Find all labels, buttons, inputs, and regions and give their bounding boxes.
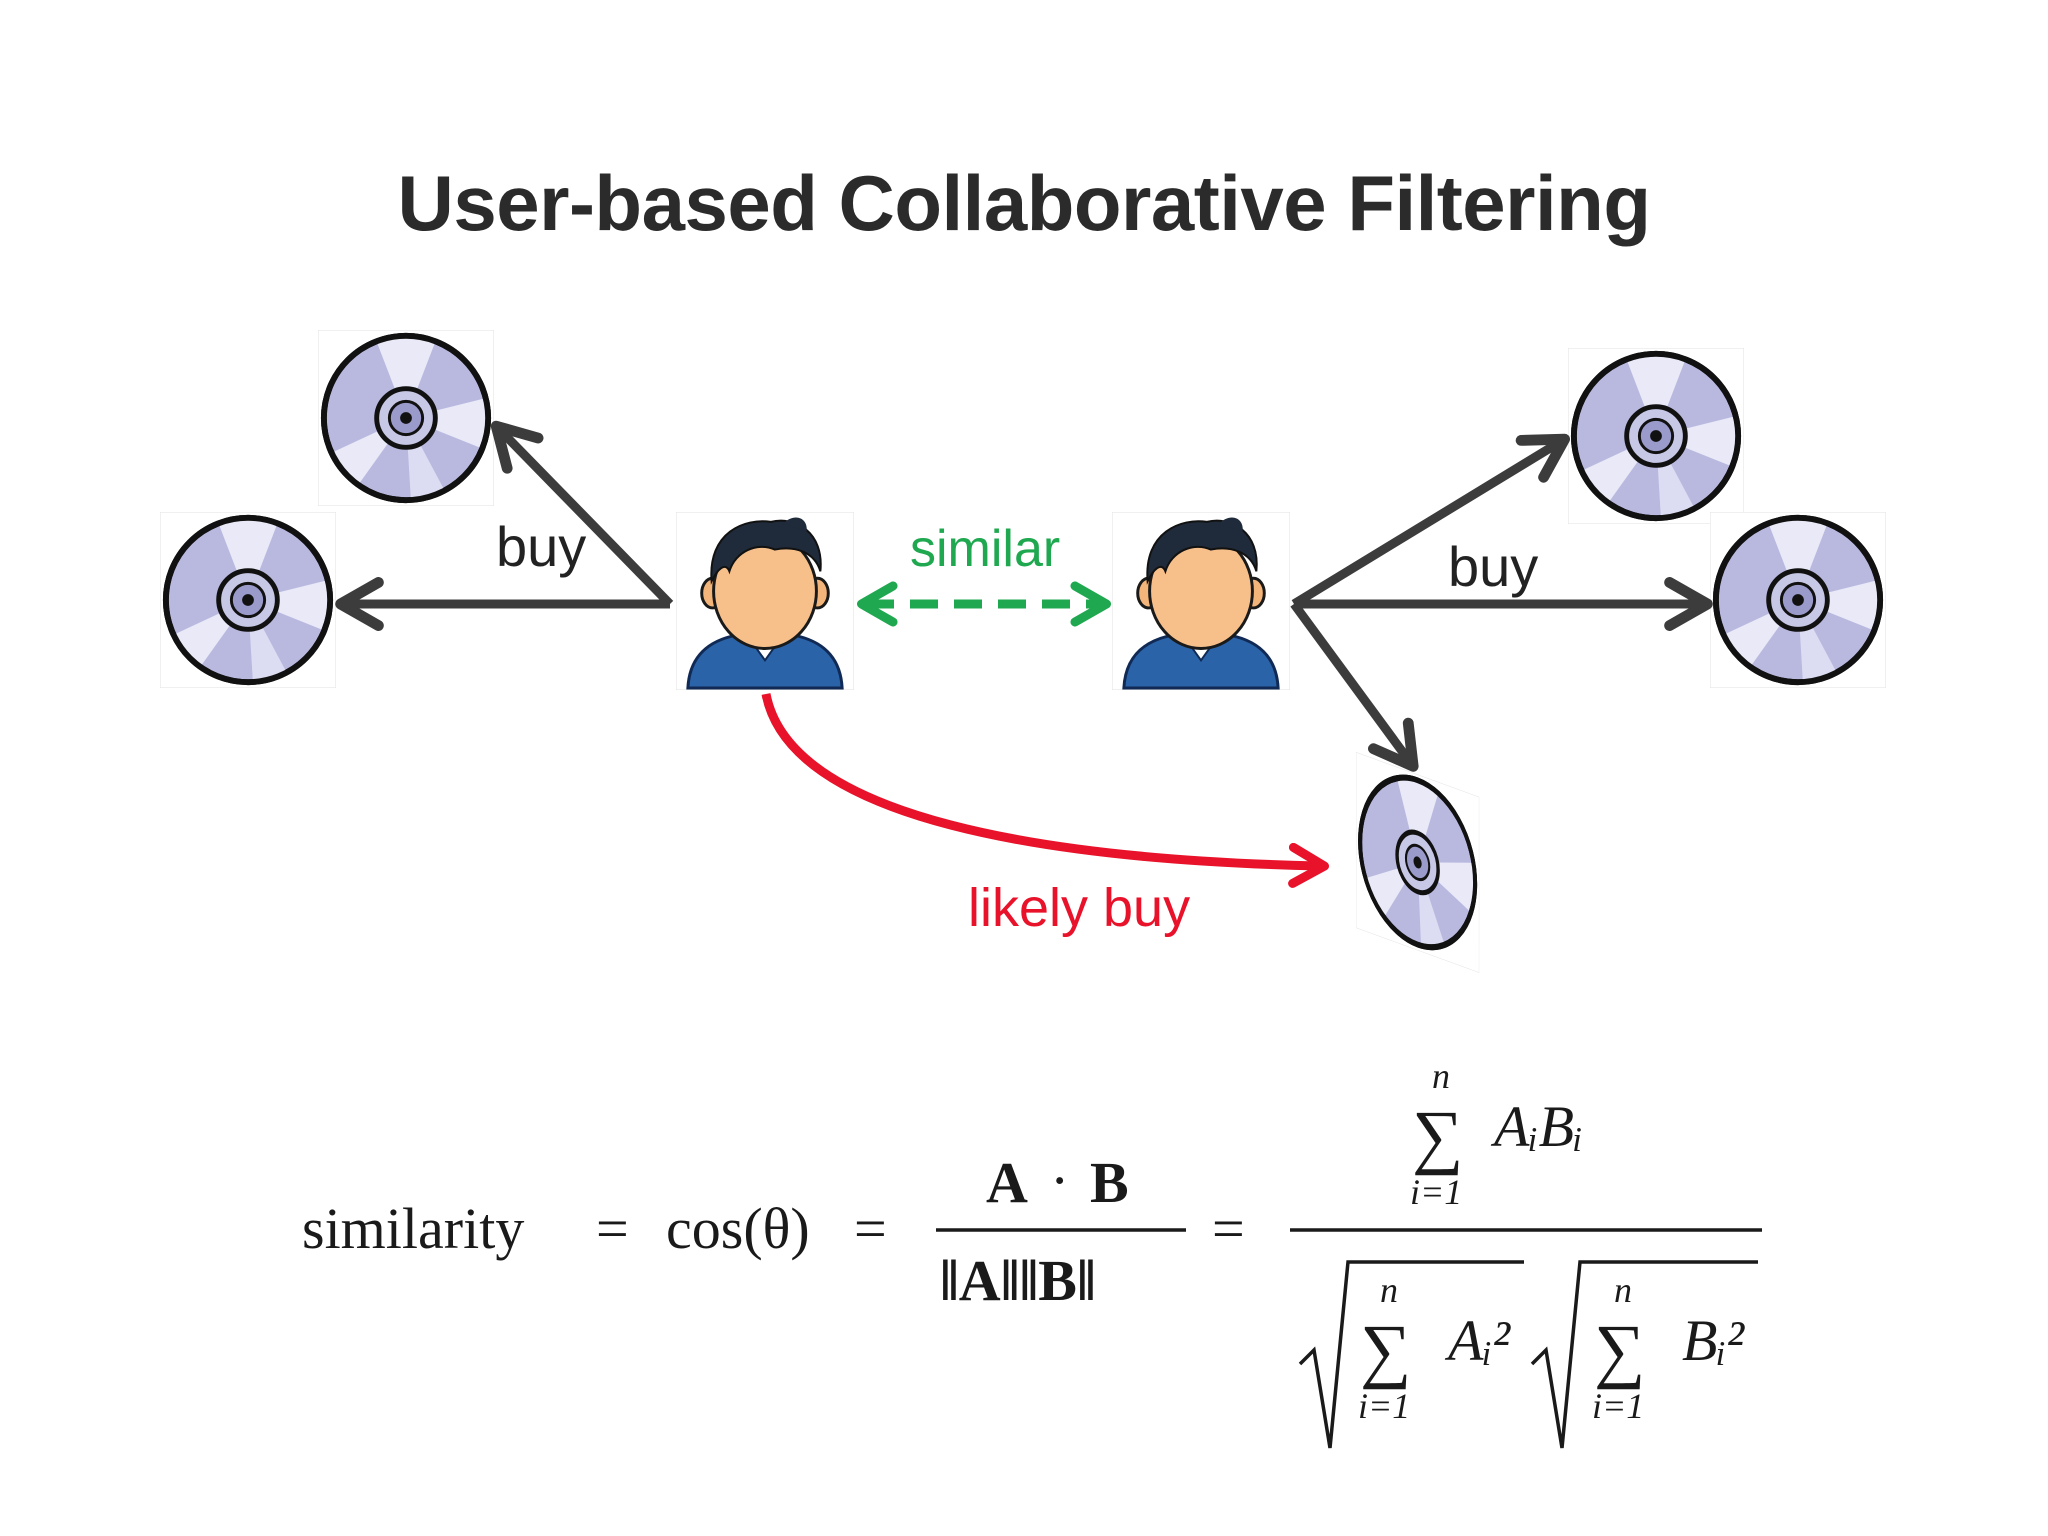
cd-icon — [1710, 512, 1886, 688]
buy-label-right: buy — [1448, 535, 1538, 598]
user-icon — [676, 512, 854, 690]
sum-symbol: ∑ — [1594, 1310, 1645, 1390]
sqrt-sign — [1530, 1260, 1758, 1449]
buy-label-left: buy — [496, 515, 586, 578]
cd-icon — [160, 512, 336, 688]
cd-icon — [1356, 752, 1479, 973]
buy-arrow — [1291, 433, 1571, 608]
buy-arrow — [490, 420, 674, 608]
formula-similarity-word: similarity — [302, 1196, 524, 1261]
formula-numerator-term: AᵢBᵢ — [1490, 1094, 1583, 1159]
cd-icon — [318, 330, 494, 506]
formula-denominator-a: Aᵢ² — [1444, 1308, 1512, 1373]
user-icon — [1112, 512, 1290, 690]
likely-buy-arrow — [761, 693, 1329, 888]
sum-upper-limit: n — [1614, 1270, 1632, 1310]
formula-vector-b: B — [1090, 1150, 1129, 1215]
sum-lower-limit: i=1 — [1592, 1386, 1644, 1426]
formula-norm-product: ‖A‖‖B‖ — [940, 1248, 1096, 1313]
similarity-formula: similarity = cos(θ) = A · B ‖A‖‖B‖ = n ∑… — [302, 1056, 1762, 1449]
sum-symbol: ∑ — [1360, 1310, 1411, 1390]
cd-icon — [1568, 348, 1744, 524]
formula-denominator-b: Bᵢ² — [1682, 1308, 1746, 1373]
formula-equals: = — [596, 1196, 629, 1261]
page-title: User-based Collaborative Filtering — [397, 159, 1651, 247]
sqrt-sign — [1298, 1260, 1524, 1449]
formula-equals: = — [1212, 1196, 1245, 1261]
likely-buy-label: likely buy — [968, 878, 1190, 938]
sum-upper-limit: n — [1380, 1270, 1398, 1310]
sum-upper-limit: n — [1432, 1056, 1450, 1096]
formula-dot: · — [1050, 1148, 1069, 1213]
sum-lower-limit: i=1 — [1410, 1172, 1462, 1212]
buy-arrow — [1290, 601, 1419, 772]
formula-cos: cos(θ) — [666, 1196, 810, 1261]
similar-label: similar — [910, 520, 1060, 578]
sum-lower-limit: i=1 — [1358, 1386, 1410, 1426]
formula-equals: = — [854, 1196, 887, 1261]
sum-symbol: ∑ — [1412, 1096, 1463, 1176]
formula-vector-a: A — [986, 1150, 1028, 1215]
